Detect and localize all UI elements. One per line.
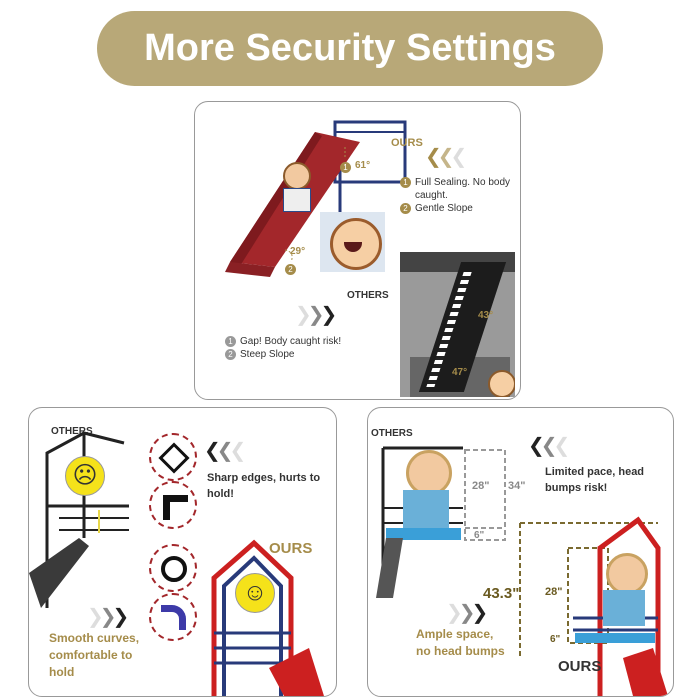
others-label-left: OTHERS	[51, 426, 93, 437]
round-edge-circle-icon	[149, 544, 197, 592]
num-badge: 2	[225, 349, 236, 361]
ours-kid-figure	[283, 162, 311, 190]
ours-note-right: Ample space, no head bumps	[416, 626, 505, 660]
angle-43-label: 43°	[478, 310, 494, 321]
others-note-line-1: Sharp edges, hurts to	[207, 472, 321, 484]
ours-arrows-left: ❯❯❯	[87, 606, 129, 628]
comparison-card-handrail: OTHERS ☹ ☺ ❮❮❮ Sharp edges, hurts to hol…	[28, 407, 337, 697]
sharp-edge-diamond-icon	[149, 433, 197, 481]
ours-label-left: OURS	[269, 540, 313, 557]
others-label-right: OTHERS	[371, 428, 413, 439]
others-note-left: Sharp edges, hurts to hold!	[207, 470, 320, 502]
others-arrows-right: ❮❮❮	[528, 435, 570, 457]
ours-note-right-line-1: Ample space,	[416, 627, 494, 641]
badge-ours-2: 2	[285, 264, 296, 275]
dim-28-bottom: 28"	[545, 586, 563, 598]
dim-6-top: 6"	[474, 530, 485, 541]
others-arrows: ❯❯❯	[295, 304, 337, 326]
ours-kid-body	[283, 188, 311, 212]
ours-point-1-cont: caught.	[415, 190, 448, 202]
ours-point-1-text: Full Sealing. No body	[415, 177, 511, 189]
crying-child-inset	[488, 370, 515, 397]
others-point-2: 2 Steep Slope	[225, 349, 375, 360]
others-point-1-text: Gap! Body caught risk!	[240, 336, 342, 348]
others-label-top: OTHERS	[347, 290, 389, 301]
others-note-right-line-1: Limited pace, head	[545, 466, 645, 478]
happy-child-closeup	[320, 212, 385, 272]
others-point-1: 1 Gap! Body caught risk!	[225, 336, 375, 347]
ours-label-top: OURS	[391, 137, 423, 149]
page-title-banner: More Security Settings	[97, 11, 603, 86]
ours-point-2-text: Gentle Slope	[415, 203, 473, 215]
dim-6-bottom: 6"	[550, 634, 561, 645]
ours-child-body	[603, 590, 645, 626]
comparison-card-headroom: OTHERS 28" 34" 6" 43.3" 28" 6" ❮❮❮ Limit…	[367, 407, 674, 697]
others-note-right: Limited pace, head bumps risk!	[545, 464, 644, 496]
ours-note-line-1: Smooth curves,	[49, 631, 140, 645]
others-points-list: 1 Gap! Body caught risk! 2 Steep Slope	[225, 336, 375, 362]
badge-ours-1: 1	[340, 162, 351, 173]
others-arrows-left: ❮❮❮	[204, 440, 246, 462]
dim-28-top: 28"	[472, 480, 490, 492]
ours-point-1: 1 Full Sealing. No body	[400, 177, 515, 188]
ours-note-right-line-2: no head bumps	[416, 644, 505, 658]
smiley-face-icon: ☺	[235, 573, 275, 613]
num-badge: 1	[400, 177, 411, 188]
ours-note-line-2: comfortable to	[49, 648, 133, 662]
page-title: More Security Settings	[144, 27, 556, 69]
angle-61-label: 61°	[355, 160, 371, 171]
num-badge: 1	[225, 336, 236, 347]
others-point-2-text: Steep Slope	[240, 349, 295, 361]
ours-note-left: Smooth curves, comfortable to hold	[49, 630, 139, 681]
angle-47-label: 47°	[452, 367, 468, 378]
sharp-corner-icon	[149, 481, 197, 529]
others-note-right-line-2: bumps risk!	[545, 482, 608, 494]
others-child-body	[403, 490, 449, 528]
ours-points-list: 1 Full Sealing. No body caught. 2 Gentle S…	[400, 177, 515, 216]
sad-face-icon: ☹	[65, 456, 105, 496]
ours-label-right: OURS	[558, 658, 602, 675]
others-slide-photo: 43° 47°	[400, 252, 515, 397]
ours-arrows: ❮❮❮	[425, 146, 467, 168]
num-badge: 2	[400, 203, 411, 215]
dim-43: 43.3"	[483, 585, 520, 602]
others-note-line-2: hold!	[207, 488, 234, 500]
round-corner-icon	[149, 593, 197, 641]
angle-29-label: 29°	[290, 246, 306, 257]
ours-arrows-right: ❯❯❯	[446, 602, 488, 624]
headroom-diagram	[376, 446, 668, 696]
ours-child-figure	[606, 553, 648, 595]
dim-34: 34"	[508, 480, 526, 492]
ours-point-2: 2 Gentle Slope	[400, 203, 515, 214]
ours-note-line-3: hold	[49, 665, 75, 679]
